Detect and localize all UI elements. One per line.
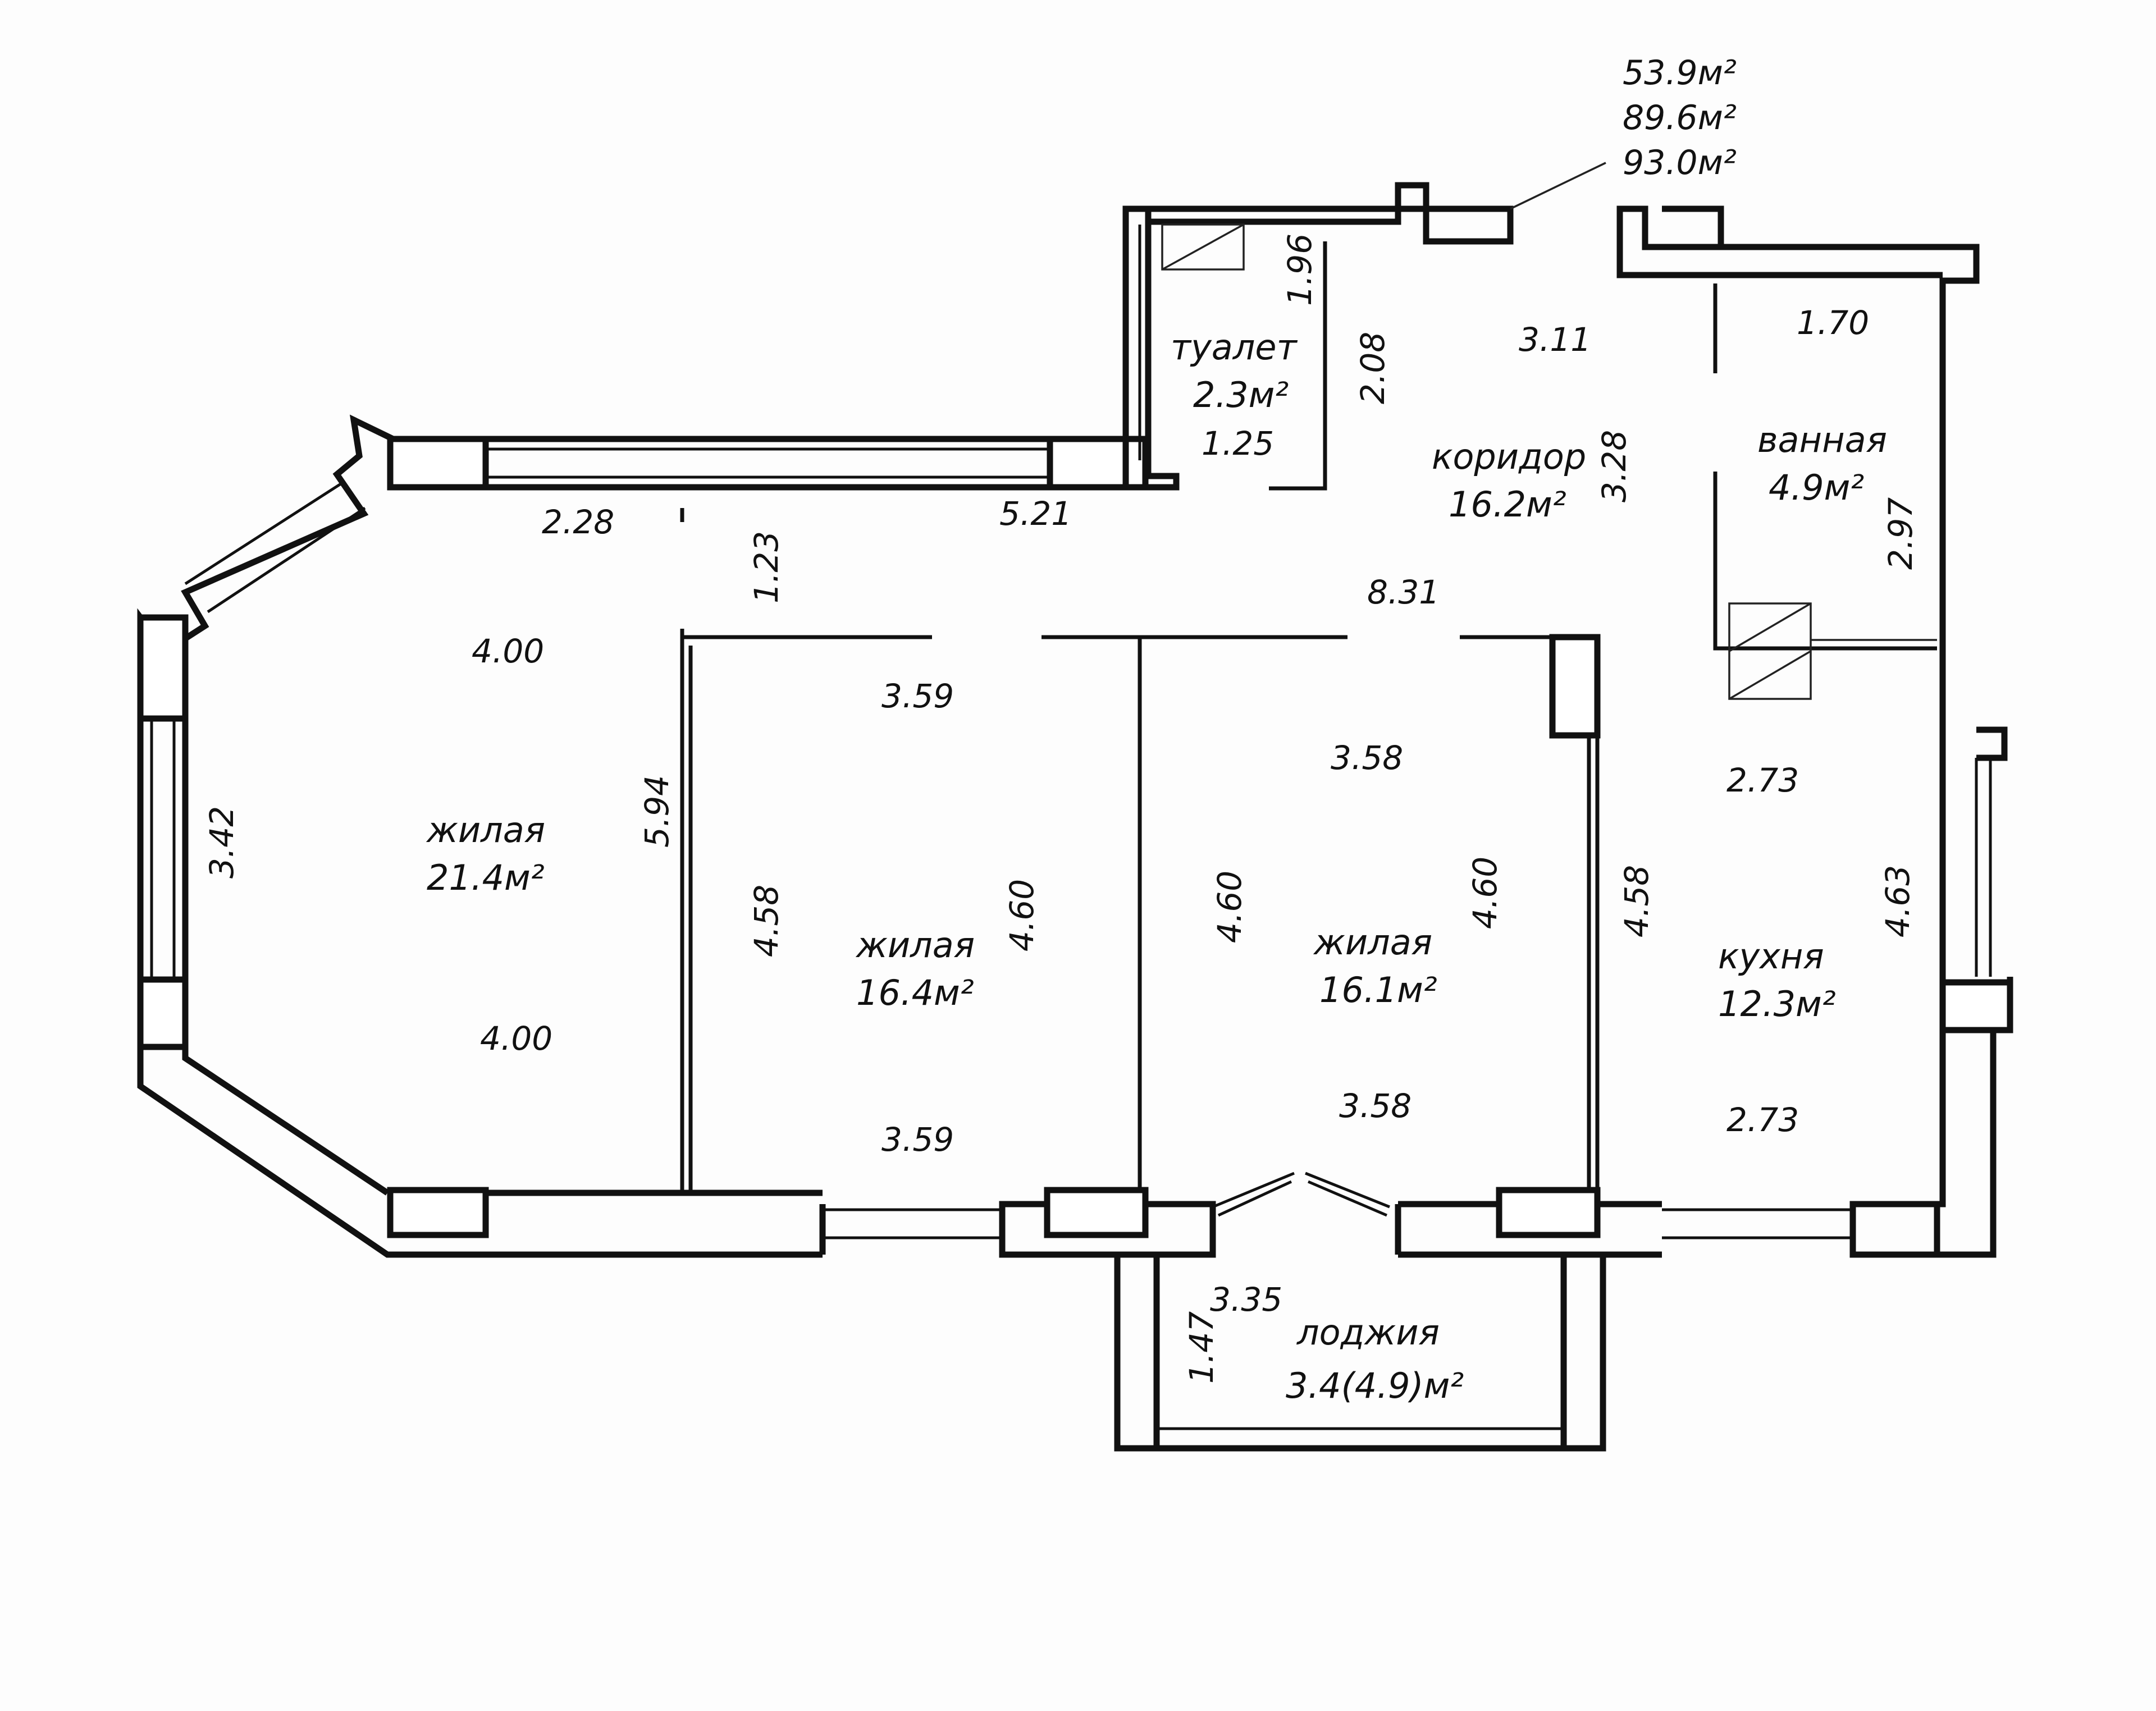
dim-bath-right: 2.97 [1881, 497, 1920, 570]
dim-living1-top: 4.00 [472, 632, 544, 670]
dim-corridor-mid: 1.23 [747, 531, 785, 603]
dim-living3-top: 3.58 [1331, 739, 1403, 777]
dim-living3-left: 4.60 [1211, 871, 1249, 943]
wall-pier [1044, 1187, 1149, 1238]
interior-walls [680, 223, 1937, 1193]
dim-living3-right: 4.60 [1466, 857, 1504, 929]
corridor-area: 16.2м² [1449, 484, 1566, 525]
dim-corridor-right: 3.28 [1595, 430, 1633, 502]
wall-pier [137, 614, 189, 722]
dim-loggia-depth: 1.47 [1182, 1311, 1221, 1384]
dim-living3-bottom: 3.58 [1339, 1087, 1412, 1125]
dim-corridor-bottom: 8.31 [1367, 573, 1440, 611]
wall-pier [387, 1187, 489, 1238]
total-area: 89.6м² [1623, 98, 1737, 138]
living-room-1-name: жилая [426, 809, 545, 850]
bathroom-name: ванная [1757, 419, 1887, 460]
total-area-leader [1510, 162, 1606, 210]
dim-toilet-height: 1.96 [1281, 234, 1319, 306]
wall-pier [1549, 634, 1601, 739]
wall-pier [1496, 1187, 1601, 1238]
toilet-area: 2.3м² [1193, 374, 1289, 415]
living-room-2-name: жилая [855, 925, 975, 966]
dim-kitchen-bottom: 2.73 [1726, 1101, 1799, 1139]
dim-living1-right: 5.94 [638, 775, 676, 848]
wall-pier [1939, 979, 2013, 1033]
dim-living2-left: 4.58 [747, 885, 785, 957]
kitchen-name: кухня [1718, 936, 1824, 977]
corridor-name: коридор [1432, 436, 1586, 477]
exterior-walls [137, 182, 2013, 1258]
dim-living1-bottom: 4.00 [480, 1019, 552, 1058]
dim-toilet-right: 2.08 [1354, 332, 1392, 404]
total-area-with-loggia: 93.0м² [1623, 143, 1737, 182]
dim-loggia-width: 3.35 [1210, 1280, 1282, 1319]
dim-corridor-left-top: 2.28 [542, 503, 614, 541]
dim-toilet-width: 1.25 [1202, 424, 1274, 463]
dim-living1-left: 3.42 [203, 806, 241, 879]
bathroom-area: 4.9м² [1769, 467, 1864, 508]
wall-pier [387, 436, 489, 491]
loggia-name: лоджия [1296, 1312, 1440, 1353]
living-room-2-area: 16.4м² [856, 972, 974, 1013]
dim-kitchen-right: 4.63 [1879, 865, 1917, 937]
dim-kitchen-left: 4.58 [1618, 865, 1656, 937]
dim-living2-top: 3.59 [881, 677, 954, 715]
toilet-name: туалет [1171, 327, 1298, 368]
dim-corridor-top: 3.11 [1519, 321, 1591, 359]
living-room-3-area: 16.1м² [1319, 969, 1437, 1010]
dim-bath-top: 1.70 [1797, 304, 1869, 342]
dim-kitchen-top: 2.73 [1726, 761, 1799, 799]
living-room-1-area: 21.4м² [427, 857, 545, 898]
loggia-area: 3.4(4.9)м² [1286, 1365, 1464, 1406]
dim-living2-right: 4.60 [1003, 879, 1041, 951]
total-living-area: 53.9м² [1623, 53, 1737, 93]
wall-pier [137, 976, 189, 1050]
loggia [1114, 1255, 1606, 1452]
living-room-3-name: жилая [1313, 922, 1432, 963]
kitchen-area: 12.3м² [1718, 983, 1836, 1024]
dim-living2-bottom: 3.59 [881, 1120, 954, 1159]
dim-corridor-left-bottom: 5.21 [999, 495, 1072, 533]
wall-pier [1047, 436, 1149, 491]
